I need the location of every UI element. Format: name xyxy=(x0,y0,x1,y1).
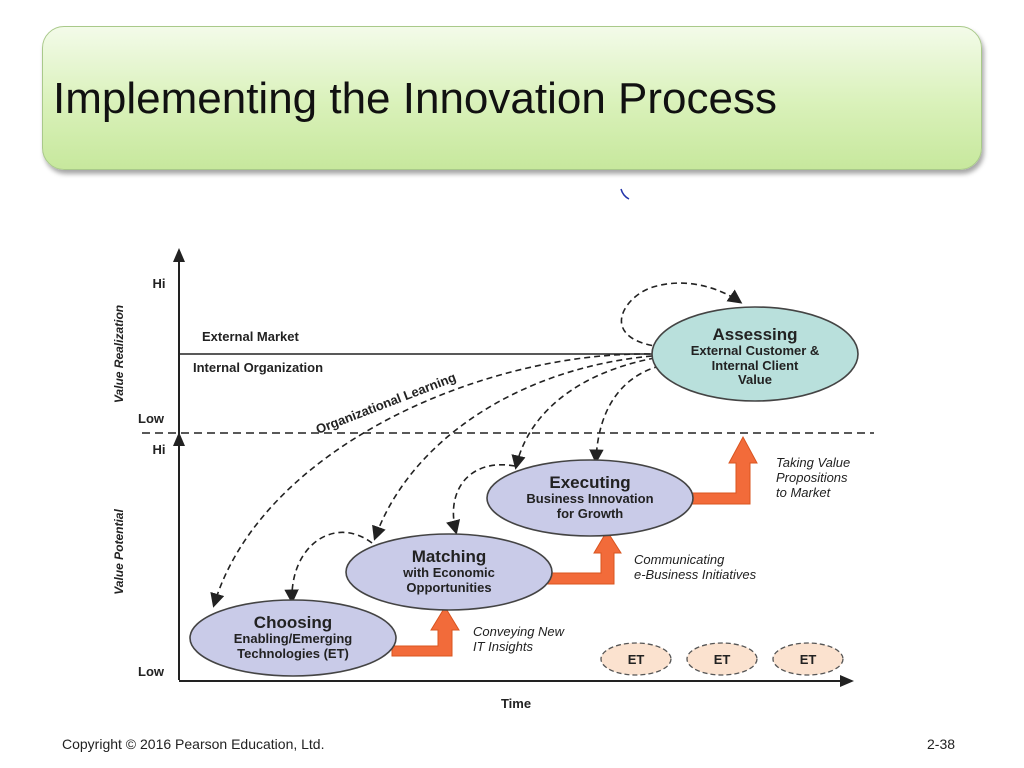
y-bottom-hi: Hi xyxy=(153,442,166,457)
y-top-low: Low xyxy=(138,411,165,426)
node-choosing: Choosing Enabling/Emerging Technologies … xyxy=(189,599,397,677)
assessing-title: Assessing xyxy=(712,325,797,344)
matching-line-1: with Economic xyxy=(402,565,495,580)
organizational-learning-label: Organizational Learning xyxy=(314,369,458,436)
step-arrow-communicating xyxy=(547,530,622,585)
to-market-line-3: to Market xyxy=(776,485,832,500)
learning-arrow-executing xyxy=(511,357,656,470)
x-axis-arrowhead xyxy=(840,675,854,687)
learning-arrow-matching xyxy=(372,355,653,541)
matching-title: Matching xyxy=(412,547,487,566)
executing-line-2: for Growth xyxy=(557,506,623,521)
assessing-line-2: Internal Client xyxy=(712,358,799,373)
y-axis-top-arrowhead xyxy=(173,248,185,262)
y-top-hi: Hi xyxy=(153,276,166,291)
learning-arrow-choosing xyxy=(210,353,651,608)
assessing-line-1: External Customer & xyxy=(691,343,820,358)
external-market-label: External Market xyxy=(202,329,299,344)
choosing-line-1: Enabling/Emerging xyxy=(234,631,353,646)
node-executing: Executing Business Innovation for Growth xyxy=(486,459,694,537)
et-label-3: ET xyxy=(800,652,817,667)
y-axis-bottom-arrowhead xyxy=(173,432,185,446)
conveying-line-2: IT Insights xyxy=(473,639,533,654)
page-number: 2-38 xyxy=(927,736,956,752)
slide-title: Implementing the Innovation Process xyxy=(53,74,777,123)
y-bottom-axis-label: Value Potential xyxy=(112,509,126,595)
copyright-text: Copyright © 2016 Pearson Education, Ltd. xyxy=(62,736,325,752)
matching-line-2: Opportunities xyxy=(406,580,491,595)
node-matching: Matching with Economic Opportunities xyxy=(345,533,553,611)
to-market-line-2: Propositions xyxy=(776,470,848,485)
title-panel: Implementing the Innovation Process xyxy=(42,26,982,170)
choosing-title: Choosing xyxy=(254,613,332,632)
et-item-1: ET xyxy=(600,642,672,676)
step-arrow-to-market xyxy=(689,435,758,505)
et-item-3: ET xyxy=(772,642,844,676)
learning-arrow-executing-2 xyxy=(589,365,661,464)
match-to-choose-arrow xyxy=(284,531,373,604)
communicating-line-1: Communicating xyxy=(634,552,725,567)
assessing-line-3: Value xyxy=(738,372,772,387)
execute-to-match-arrow xyxy=(446,464,516,535)
executing-line-1: Business Innovation xyxy=(526,491,653,506)
y-top-axis-label: Value Realization xyxy=(112,305,126,403)
et-label-1: ET xyxy=(628,652,645,667)
to-market-line-1: Taking Value xyxy=(776,455,850,470)
stray-mark xyxy=(620,188,630,200)
internal-organization-label: Internal Organization xyxy=(193,360,323,375)
x-axis-label: Time xyxy=(501,696,531,711)
assess-loop-arrow xyxy=(620,282,743,348)
et-label-2: ET xyxy=(714,652,731,667)
communicating-line-2: e-Business Initiatives xyxy=(634,567,757,582)
node-assessing: Assessing External Customer & Internal C… xyxy=(651,306,859,402)
executing-title: Executing xyxy=(549,473,630,492)
y-bottom-low: Low xyxy=(138,664,165,679)
step-arrow-conveying xyxy=(391,606,460,657)
choosing-line-2: Technologies (ET) xyxy=(237,646,349,661)
et-item-2: ET xyxy=(686,642,758,676)
conveying-line-1: Conveying New xyxy=(473,624,566,639)
